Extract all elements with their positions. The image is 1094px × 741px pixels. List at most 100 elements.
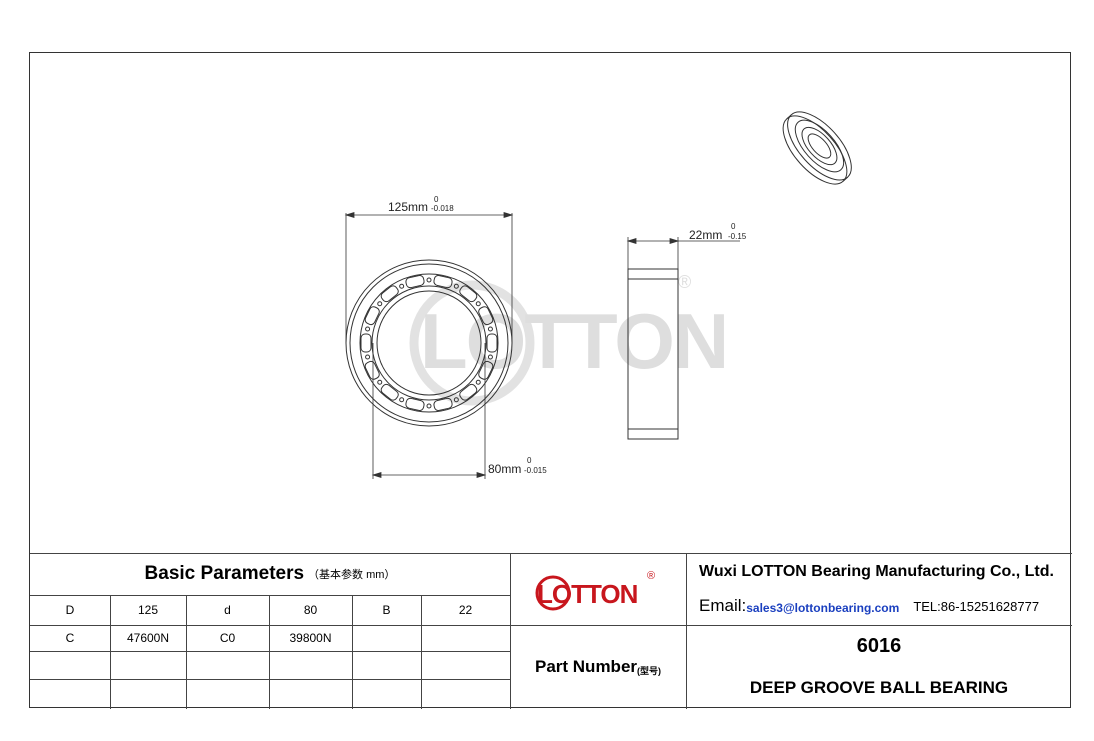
part-number-label: Part Number xyxy=(534,657,638,676)
param-cell: D xyxy=(65,603,75,617)
logo-cell: LOTTON ® xyxy=(510,553,686,625)
tb-line xyxy=(30,625,1072,626)
param-cell xyxy=(110,679,186,709)
ball-pocket xyxy=(364,306,380,326)
tb-line xyxy=(30,595,510,596)
rivet xyxy=(365,354,371,360)
rivet xyxy=(399,283,405,289)
lotton-logo: LOTTON ® xyxy=(535,570,655,611)
rivet xyxy=(453,283,459,289)
tb-line xyxy=(110,595,111,709)
width-lower-tol: -0.15 xyxy=(728,232,747,241)
tb-line xyxy=(30,651,510,652)
ball-pocket xyxy=(405,397,425,412)
drawing-sheet: LOTTON ® 125mm 0 -0.018 xyxy=(29,52,1072,709)
param-cell xyxy=(421,625,510,651)
contact-line: Email: sales3@lottonbearing.com TEL:86-1… xyxy=(686,589,1072,623)
param-cell xyxy=(30,651,110,679)
ball-pocket xyxy=(478,360,494,380)
tb-line xyxy=(352,595,353,709)
param-cell xyxy=(352,651,421,679)
ball-pocket xyxy=(478,306,494,326)
param-cell: 47600N xyxy=(126,631,170,645)
outer-diameter-lower-tol: -0.018 xyxy=(431,204,454,213)
param-cell xyxy=(186,651,269,679)
title-block: Basic Parameters （基本参数 mm） LOTTON ® Wuxi… xyxy=(30,553,1072,709)
bearing-isometric-view xyxy=(782,111,852,185)
tb-line xyxy=(686,553,687,709)
param-cell xyxy=(352,625,421,651)
tb-line xyxy=(421,595,422,709)
basic-parameters-heading: Basic Parameters （基本参数 mm） xyxy=(30,553,510,595)
basic-parameters-title: Basic Parameters xyxy=(144,563,305,584)
logo-text: LOTTON xyxy=(537,579,638,609)
basic-parameters-subtitle: （基本参数 mm） xyxy=(308,569,396,581)
ball-pocket xyxy=(486,333,498,353)
email-link[interactable]: sales3@lottonbearing.com xyxy=(746,601,900,615)
inner-diameter-upper-tol: 0 xyxy=(527,456,532,465)
param-cell xyxy=(352,679,421,709)
telephone: TEL:86-15251628777 xyxy=(913,598,1040,614)
part-number-sublabel: (型号) xyxy=(637,665,662,676)
part-number: 6016 xyxy=(856,634,902,657)
param-cell xyxy=(269,679,352,709)
param-cell xyxy=(110,651,186,679)
logo-ring-icon xyxy=(535,575,571,611)
part-number-label-cell: Part Number (型号) xyxy=(510,625,686,709)
rivet xyxy=(377,379,383,385)
inner-diameter-value: 80mm xyxy=(488,462,521,476)
width-dimension xyxy=(626,237,740,269)
inner-diameter-lower-tol: -0.015 xyxy=(524,466,547,475)
param-cell xyxy=(421,651,510,679)
bearing-front-view xyxy=(345,259,513,427)
bearing-side-view xyxy=(627,268,679,440)
param-cell: 22 xyxy=(458,603,473,617)
ball-pocket xyxy=(380,285,399,303)
rivet xyxy=(475,379,481,385)
rivet xyxy=(487,354,493,360)
ball-pocket xyxy=(405,274,425,289)
rivet xyxy=(487,326,493,332)
param-cell: d xyxy=(224,603,231,617)
technical-drawing: LOTTON ® 125mm 0 -0.018 xyxy=(344,111,852,479)
lotton-watermark: LOTTON ® xyxy=(409,272,729,406)
outer-diameter-upper-tol: 0 xyxy=(434,195,439,204)
rivet xyxy=(399,397,405,403)
bearing-balls xyxy=(360,274,498,412)
outer-diameter-dimension xyxy=(344,211,514,343)
param-cell: 80 xyxy=(303,603,318,617)
rivet xyxy=(426,403,432,409)
param-cell xyxy=(186,679,269,709)
tb-line xyxy=(30,679,510,680)
part-description: DEEP GROOVE BALL BEARING xyxy=(749,678,1009,697)
param-cell: C xyxy=(65,631,75,645)
param-cell: 39800N xyxy=(289,631,332,645)
width-value: 22mm xyxy=(689,228,722,242)
tb-line xyxy=(269,595,270,709)
tb-top-border xyxy=(30,553,1072,554)
company-name: Wuxi LOTTON Bearing Manufacturing Co., L… xyxy=(699,563,1054,580)
tb-line xyxy=(186,595,187,709)
rivet xyxy=(453,397,459,403)
outer-diameter-value: 125mm xyxy=(388,200,428,214)
email-label: Email: xyxy=(699,596,747,615)
param-cell xyxy=(421,679,510,709)
watermark-text: LOTTON xyxy=(420,297,727,385)
ball-pocket xyxy=(459,285,478,303)
ball-pocket xyxy=(433,397,453,412)
rivet xyxy=(377,301,383,307)
rivet xyxy=(475,301,481,307)
tb-line xyxy=(510,553,511,709)
inner-diameter-dimension xyxy=(371,343,487,479)
ball-pocket xyxy=(380,383,399,401)
param-cell xyxy=(269,651,352,679)
width-upper-tol: 0 xyxy=(731,222,736,231)
param-cell: B xyxy=(382,603,391,617)
param-cell: C0 xyxy=(219,631,236,645)
rivet xyxy=(365,326,371,332)
rivet xyxy=(426,277,432,283)
ball-pocket xyxy=(433,274,453,289)
watermark-mark: ® xyxy=(678,272,691,292)
param-cell: 125 xyxy=(137,603,159,617)
param-cell xyxy=(30,679,110,709)
